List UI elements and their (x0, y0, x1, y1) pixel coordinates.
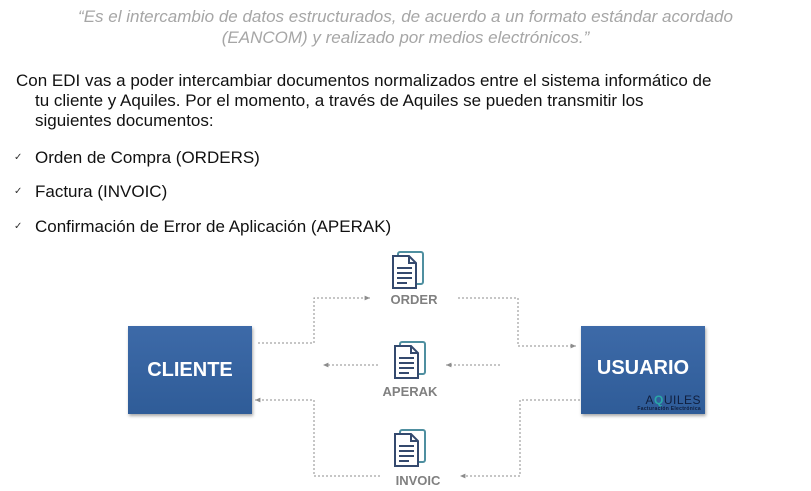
list-item-text: Orden de Compra (ORDERS) (35, 148, 260, 167)
checkmark-icon: ✓ (14, 186, 23, 197)
intro-line-1: Con EDI vas a poder intercambiar documen… (16, 71, 712, 90)
document-icon (392, 251, 424, 289)
checkmark-icon: ✓ (14, 152, 23, 163)
cliente-label: CLIENTE (147, 358, 233, 381)
invoic-flow-arrow-right (460, 399, 580, 479)
flow-label-aperak: APERAK (382, 384, 438, 399)
definition-quote: “Es el intercambio de datos estructurado… (0, 6, 811, 48)
list-item-text: Factura (INVOIC) (35, 182, 168, 201)
logo-tagline: Facturación Electrónica (637, 406, 701, 412)
flow-label-invoic: INVOIC (395, 473, 441, 488)
usuario-label: USUARIO (596, 356, 690, 379)
quote-line-2: (EANCOM) y realizado por medios electrón… (221, 28, 590, 47)
intro-line-3: siguientes documentos: (35, 111, 214, 130)
document-icon (394, 341, 426, 379)
intro-paragraph: Con EDI vas a poder intercambiar documen… (16, 71, 806, 131)
logo-text-a: A (645, 393, 654, 407)
logo-text-q: Q (653, 393, 664, 407)
quote-line-1: “Es el intercambio de datos estructurado… (78, 7, 733, 26)
flow-label-order: ORDER (390, 292, 438, 307)
order-flow-arrow-left (258, 295, 370, 344)
order-flow-arrow-right (458, 297, 576, 349)
checkmark-icon: ✓ (14, 221, 23, 232)
cliente-box: CLIENTE (128, 326, 252, 414)
logo-text-uiles: UILES (663, 393, 701, 407)
usuario-box: USUARIO AQUILES Facturación Electrónica (581, 326, 705, 414)
aquiles-logo: AQUILES Facturación Electrónica (637, 394, 701, 412)
document-icon (394, 429, 426, 467)
list-item-text: Confirmación de Error de Aplicación (APE… (35, 217, 392, 236)
intro-line-2: tu cliente y Aquiles. Por el momento, a … (35, 91, 644, 110)
invoic-flow-arrow-left (254, 397, 380, 477)
